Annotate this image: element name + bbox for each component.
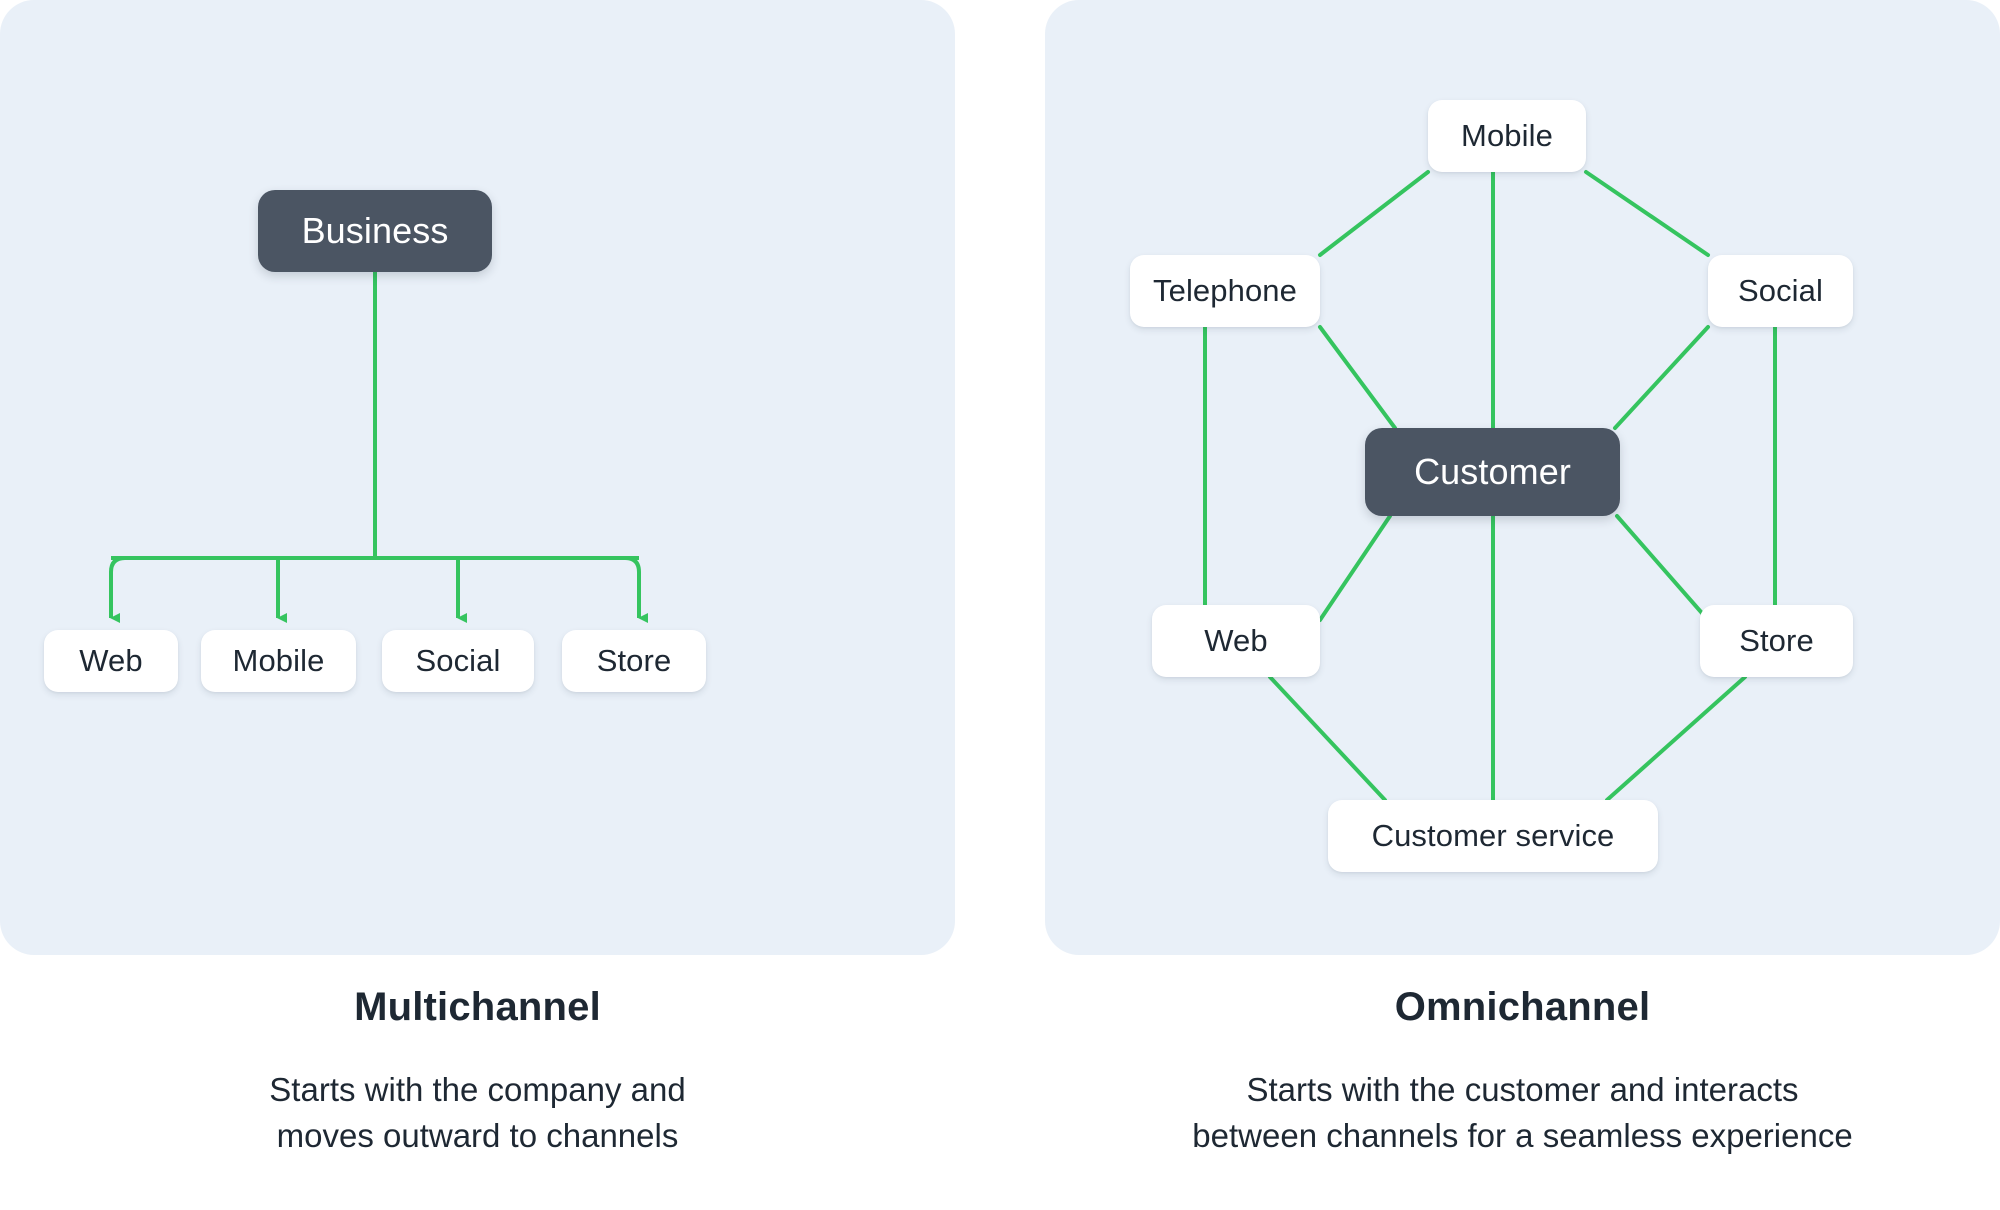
omnichannel-panel: Customer Mobile Telephone Social Web Sto…	[1045, 0, 2000, 955]
multichannel-caption: Multichannel Starts with the company and…	[0, 985, 955, 1158]
edge-customer-social	[1613, 325, 1710, 430]
node-customer[interactable]: Customer	[1365, 428, 1620, 516]
multichannel-panel: Business Web Mobile Social Store	[0, 0, 955, 955]
edge-store-service	[1605, 675, 1747, 802]
omnichannel-description-line-2: between channels for a seamless experien…	[1192, 1116, 1853, 1154]
node-omnichannel-mobile[interactable]: Mobile	[1428, 100, 1586, 172]
multichannel-description: Starts with the company and moves outwar…	[218, 1067, 738, 1158]
omnichannel-description-line-1: Starts with the customer and interacts	[1246, 1071, 1799, 1108]
node-omnichannel-social[interactable]: Social	[1708, 255, 1853, 327]
multichannel-title: Multichannel	[354, 985, 601, 1029]
edge-mobile-social	[1584, 170, 1710, 257]
node-multichannel-mobile[interactable]: Mobile	[201, 630, 356, 692]
edge-web-service	[1268, 675, 1387, 802]
node-multichannel-web[interactable]: Web	[44, 630, 178, 692]
edge-customer-web	[1318, 514, 1392, 622]
node-omnichannel-store[interactable]: Store	[1700, 605, 1853, 677]
node-business[interactable]: Business	[258, 190, 492, 272]
edge-mobile-telephone	[1318, 170, 1430, 257]
omnichannel-caption: Omnichannel Starts with the customer and…	[1045, 985, 2000, 1158]
node-omnichannel-telephone[interactable]: Telephone	[1130, 255, 1320, 327]
edge-customer-telephone	[1318, 325, 1397, 430]
node-omnichannel-customer-service[interactable]: Customer service	[1328, 800, 1658, 872]
edge-bus-outer	[109, 556, 641, 612]
node-multichannel-store[interactable]: Store	[562, 630, 706, 692]
multichannel-description-line-2: moves outward to channels	[276, 1116, 679, 1154]
omnichannel-description: Starts with the customer and interacts b…	[1173, 1067, 1873, 1158]
node-omnichannel-web[interactable]: Web	[1152, 605, 1320, 677]
omnichannel-connectors	[1203, 170, 1777, 802]
edge-customer-store	[1615, 514, 1710, 622]
omnichannel-title: Omnichannel	[1394, 985, 1651, 1029]
node-multichannel-social[interactable]: Social	[382, 630, 534, 692]
multichannel-description-line-1: Starts with the company and	[269, 1071, 686, 1108]
multichannel-connectors	[109, 272, 648, 623]
